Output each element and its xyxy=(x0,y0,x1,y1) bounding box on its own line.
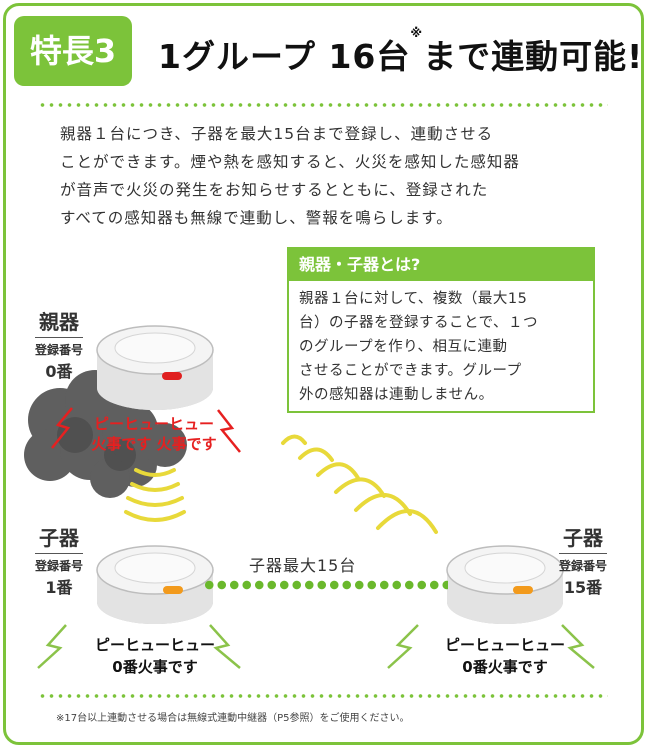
child1-reg-label: 登録番号 xyxy=(34,559,83,573)
link-label: 子器最大15台 xyxy=(249,556,357,575)
parent-alarm-text: ピーヒューヒュー 火事です 火事です xyxy=(86,414,222,454)
headline-text-1: 1グループ 16台 xyxy=(158,37,411,76)
definition-box: 親器・子器とは? 親器１台に対して、複数（最大15 台）の子器を登録することで、… xyxy=(287,247,595,413)
definition-line: 台）の子器を登録することで、１つ xyxy=(299,315,538,331)
child1-alarm-line-2: 0番火事です xyxy=(112,658,198,676)
intro-line: が音声で火災の発生をお知らせするとともに、登録された xyxy=(60,181,489,199)
child-detector-1-icon xyxy=(96,545,214,624)
child1-alarm-line-1: ピーヒューヒュー xyxy=(94,636,215,654)
parent-detector-icon xyxy=(96,325,214,410)
bottom-dotted-divider xyxy=(38,694,608,698)
footnote: ※17台以上連動させる場合は無線式連動中継器（P5参照）をご使用ください。 xyxy=(56,713,410,724)
definition-line: 外の感知器は連動しません。 xyxy=(299,387,494,403)
child15-alarm-line-1: ピーヒューヒュー xyxy=(444,636,565,654)
intro-line: すべての感知器も無線で連動し、警報を鳴らします。 xyxy=(60,209,453,227)
child-detector-15-icon xyxy=(446,545,564,624)
child15-alarm-text: ピーヒューヒュー 0番火事です xyxy=(420,634,590,678)
headline-note-mark: ※ xyxy=(410,26,424,40)
child15-alarm-line-2: 0番火事です xyxy=(462,658,548,676)
parent-alarm-line-2: 火事です 火事です xyxy=(91,435,217,453)
parent-alarm-line-1: ピーヒューヒュー xyxy=(93,415,214,433)
dotted-divider xyxy=(38,103,608,107)
child1-alarm-text: ピーヒューヒュー 0番火事です xyxy=(70,634,240,678)
child-link-dots xyxy=(203,580,448,590)
intro-line: ことができます。煙や熱を感知すると、火災を感知した感知器 xyxy=(60,153,520,171)
child15-reg-label: 登録番号 xyxy=(558,559,607,573)
child15-label: 子器 xyxy=(559,522,607,554)
feature-frame xyxy=(3,3,644,745)
feature-badge: 特長3 xyxy=(14,16,132,86)
child1-reg-number: 1番 xyxy=(45,578,73,597)
definition-line: のグループを作り、相互に連動 xyxy=(299,339,508,355)
intro-line: 親器１台につき、子器を最大15台まで登録し、連動させる xyxy=(60,125,494,143)
parent-reg-number: 0番 xyxy=(45,362,73,381)
intro-paragraph: 親器１台につき、子器を最大15台まで登録し、連動させる ことができます。煙や熱を… xyxy=(60,120,600,232)
definition-line: 親器１台に対して、複数（最大15 xyxy=(299,291,528,307)
definition-box-body: 親器１台に対して、複数（最大15 台）の子器を登録することで、１つ のグループを… xyxy=(289,281,593,413)
headline-text-2: まで連動可能! xyxy=(423,37,644,76)
child15-label-group: 子器 登録番号 15番 xyxy=(548,522,618,598)
parent-label: 親器 xyxy=(35,306,83,338)
child1-label-group: 子器 登録番号 1番 xyxy=(24,522,94,598)
feature-headline: 1グループ 16台※まで連動可能! xyxy=(158,26,644,78)
definition-line: させることができます。グループ xyxy=(299,363,522,379)
parent-reg-label: 登録番号 xyxy=(34,343,83,357)
child1-label: 子器 xyxy=(35,522,83,554)
definition-box-title: 親器・子器とは? xyxy=(289,249,593,281)
child15-reg-number: 15番 xyxy=(563,578,603,597)
parent-label-group: 親器 登録番号 0番 xyxy=(24,306,94,382)
